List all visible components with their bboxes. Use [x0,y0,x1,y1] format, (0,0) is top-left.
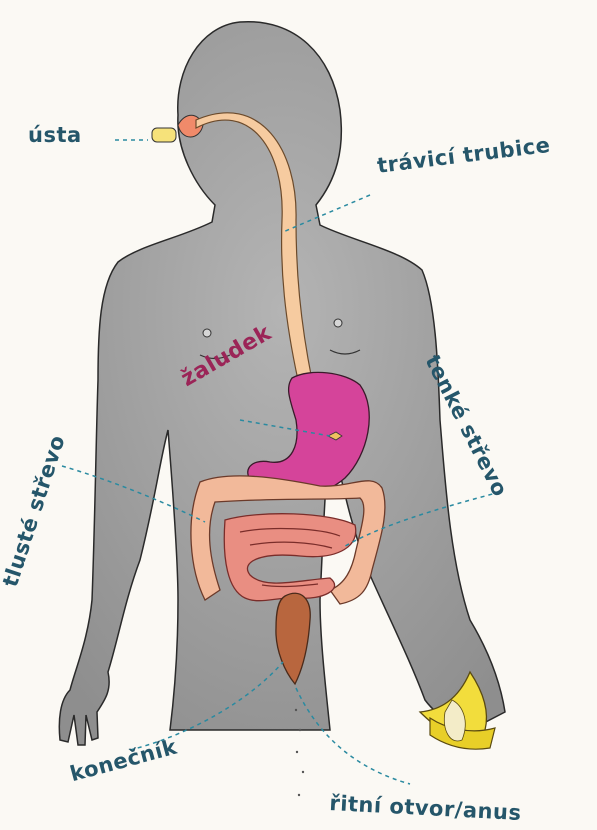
label-mouth: ústa [28,125,82,146]
